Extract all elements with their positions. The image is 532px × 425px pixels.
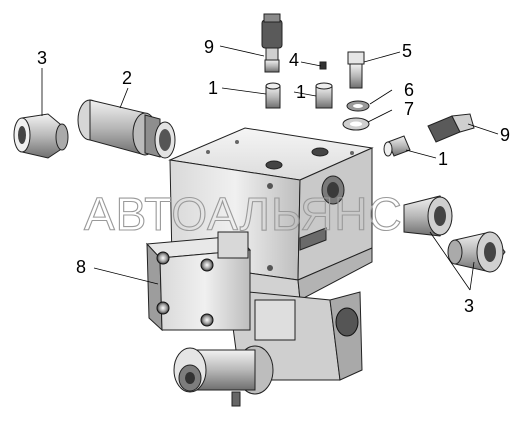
callout-6: 6 (404, 80, 414, 100)
part-1-unions (265, 82, 411, 157)
callout-3-right: 3 (464, 296, 474, 316)
part-7-washer (342, 117, 370, 131)
callout-9-right: 9 (500, 125, 510, 145)
part-2-sleeve (77, 99, 176, 159)
callout-5: 5 (402, 41, 412, 61)
part-9-sensor-top (261, 13, 283, 73)
watermark: АВТОАЛЬЯНС (84, 188, 403, 240)
callout-1-mid: 1 (296, 82, 306, 102)
part-3-fitting-left (13, 113, 69, 159)
callout-7: 7 (404, 99, 414, 119)
callout-1-left: 1 (208, 78, 218, 98)
solenoid-assembly (173, 289, 363, 407)
valve-body (168, 127, 374, 301)
callout-9-top: 9 (204, 37, 214, 57)
part-3-fittings-right (403, 195, 506, 273)
leader-lines (41, 45, 499, 291)
part-6-washer (346, 100, 370, 112)
part-8-solenoid-block (145, 231, 252, 332)
callout-8: 8 (76, 257, 86, 277)
part-5-bolt (347, 51, 365, 89)
callout-4: 4 (289, 50, 299, 70)
part-4-plug (319, 61, 327, 70)
part-9-sensor-right (427, 113, 475, 143)
callout-2: 2 (122, 68, 132, 88)
callout-3-left: 3 (37, 48, 47, 68)
callout-1-right: 1 (438, 149, 448, 169)
